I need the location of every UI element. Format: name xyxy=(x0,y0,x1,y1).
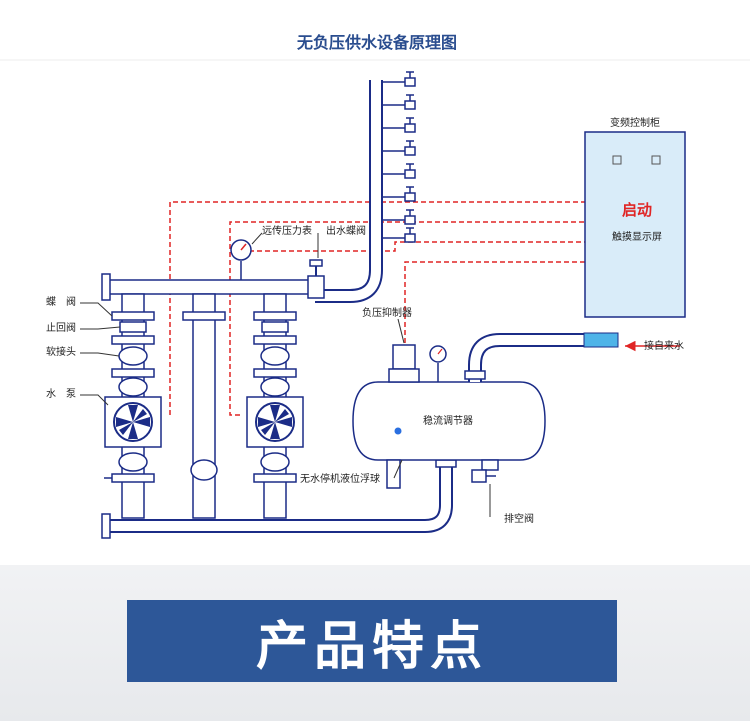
outlet-valve-body xyxy=(307,275,325,299)
label-soft-joint: 软接头 xyxy=(46,345,76,358)
pump-column-1 xyxy=(104,293,162,519)
label-tap-water-inlet: 接自来水 xyxy=(644,339,684,352)
label-negative-pressure-suppressor: 负压抑制器 xyxy=(362,306,412,319)
control-cabinet: 变频控制柜 启动 触摸显示屏 xyxy=(584,116,686,318)
label-exhaust-valve: 排空阀 xyxy=(504,512,534,525)
label-remote-gauge: 远传压力表 xyxy=(262,224,312,237)
exhaust-valve-body xyxy=(471,469,487,483)
banner-title: 产品特点 xyxy=(255,616,488,677)
product-features-banner: 产品特点 xyxy=(127,600,617,682)
negative-pressure-suppressor-body xyxy=(392,344,416,370)
label-pump: 水 泵 xyxy=(46,388,76,400)
label-check-valve: 止回阀 xyxy=(46,321,76,334)
label-float-ball: 无水停机液位浮球 xyxy=(300,472,380,485)
tap-water-inlet-icon xyxy=(583,332,619,348)
touch-screen-label: 触摸显示屏 xyxy=(612,230,662,243)
schematic-diagram: 无负压供水设备原理图 变频控制柜 启动 触摸显示屏 xyxy=(0,33,750,539)
cabinet-title: 变频控制柜 xyxy=(610,116,660,129)
label-outlet-valve: 出水蝶阀 xyxy=(326,224,366,237)
stabilizer-tank: 稳流调节器 xyxy=(352,332,619,489)
float-ball-icon xyxy=(394,427,402,435)
riser-pipe xyxy=(315,71,416,303)
suction-pipe xyxy=(101,459,457,539)
leader-lines xyxy=(80,232,491,517)
pump-column-2 xyxy=(246,293,304,519)
start-label: 启动 xyxy=(622,201,652,219)
bypass-pipe xyxy=(182,293,226,519)
diagram-title: 无负压供水设备原理图 xyxy=(296,33,457,52)
label-butterfly-valve: 蝶 阀 xyxy=(46,295,76,308)
tank-label: 稳流调节器 xyxy=(423,414,473,427)
outlet-header-pipe xyxy=(101,239,325,301)
